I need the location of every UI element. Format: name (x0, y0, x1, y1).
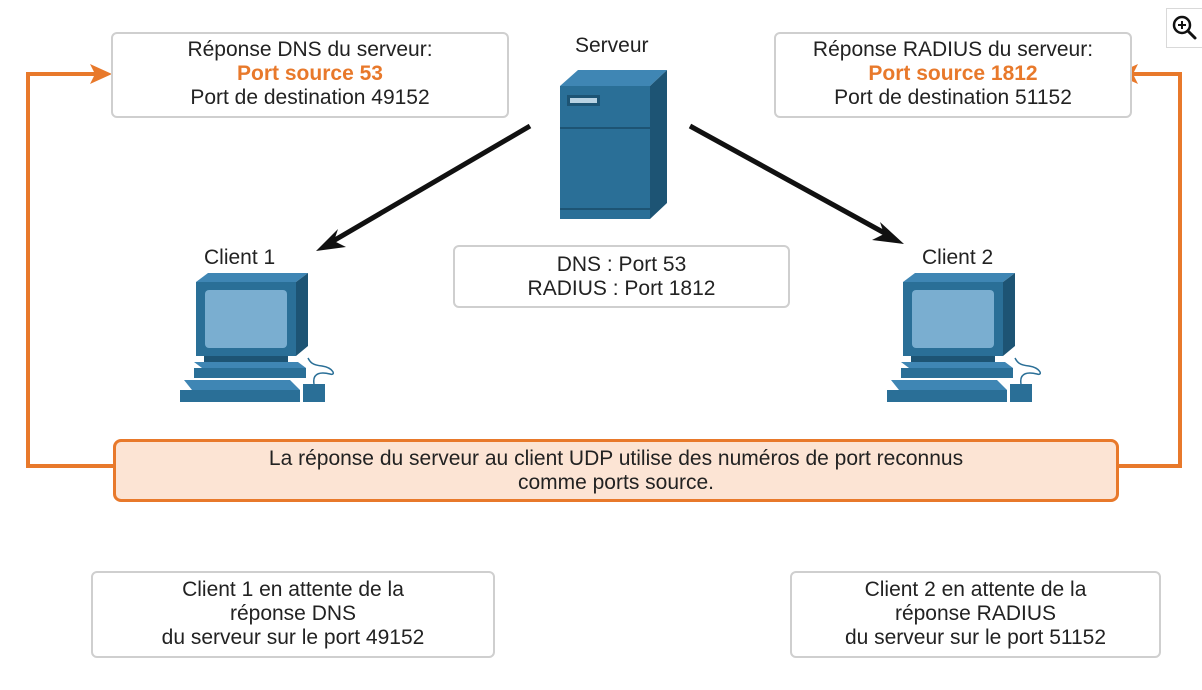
note-line-1: La réponse du serveur au client UDP util… (268, 447, 964, 470)
client1-waiting-line-2: réponse DNS (229, 602, 357, 625)
radius-dest-port: Port de destination 51152 (834, 86, 1072, 109)
arrow-server-to-client1 (326, 123, 532, 247)
client1-computer-icon (180, 273, 335, 402)
client2-waiting-line-1: Client 2 en attente de la (864, 578, 1087, 601)
client1-waiting-line-1: Client 1 en attente de la (182, 578, 404, 601)
udp-response-note: La réponse du serveur au client UDP util… (113, 439, 1119, 502)
client1-label: Client 1 (204, 246, 276, 269)
dns-response-title: Réponse DNS du serveur: (187, 38, 433, 61)
client2-waiting-line-3: du serveur sur le port 51152 (844, 626, 1107, 649)
return-path-right (1116, 64, 1182, 468)
client1-waiting-box: Client 1 en attente de la réponse DNS du… (91, 571, 495, 658)
dns-dest-port: Port de destination 49152 (190, 86, 430, 109)
client2-computer-icon (887, 273, 1042, 402)
client2-label: Client 2 (922, 246, 994, 269)
return-arrowhead-left (90, 64, 112, 84)
server-tower-icon (560, 70, 667, 219)
note-line-2: comme ports source. (517, 471, 715, 494)
zoom-in-icon (1172, 15, 1197, 40)
server-label: Serveur (575, 34, 649, 57)
dns-port-line: DNS : Port 53 (556, 253, 687, 276)
radius-response-box: Réponse RADIUS du serveur: Port source 1… (774, 32, 1132, 118)
client1-waiting-line-3: du serveur sur le port 49152 (161, 626, 425, 649)
arrow-server-to-client2 (688, 123, 892, 239)
zoom-button[interactable] (1166, 8, 1202, 48)
return-path-left (26, 64, 113, 468)
dns-source-port: Port source 53 (237, 62, 383, 85)
radius-source-port: Port source 1812 (868, 62, 1038, 85)
radius-response-title: Réponse RADIUS du serveur: (812, 38, 1094, 61)
dns-response-box: Réponse DNS du serveur: Port source 53 P… (111, 32, 509, 118)
radius-port-line: RADIUS : Port 1812 (527, 277, 716, 300)
client2-waiting-box: Client 2 en attente de la réponse RADIUS… (790, 571, 1161, 658)
server-ports-box: DNS : Port 53 RADIUS : Port 1812 (453, 245, 790, 308)
client2-waiting-line-2: réponse RADIUS (894, 602, 1057, 625)
